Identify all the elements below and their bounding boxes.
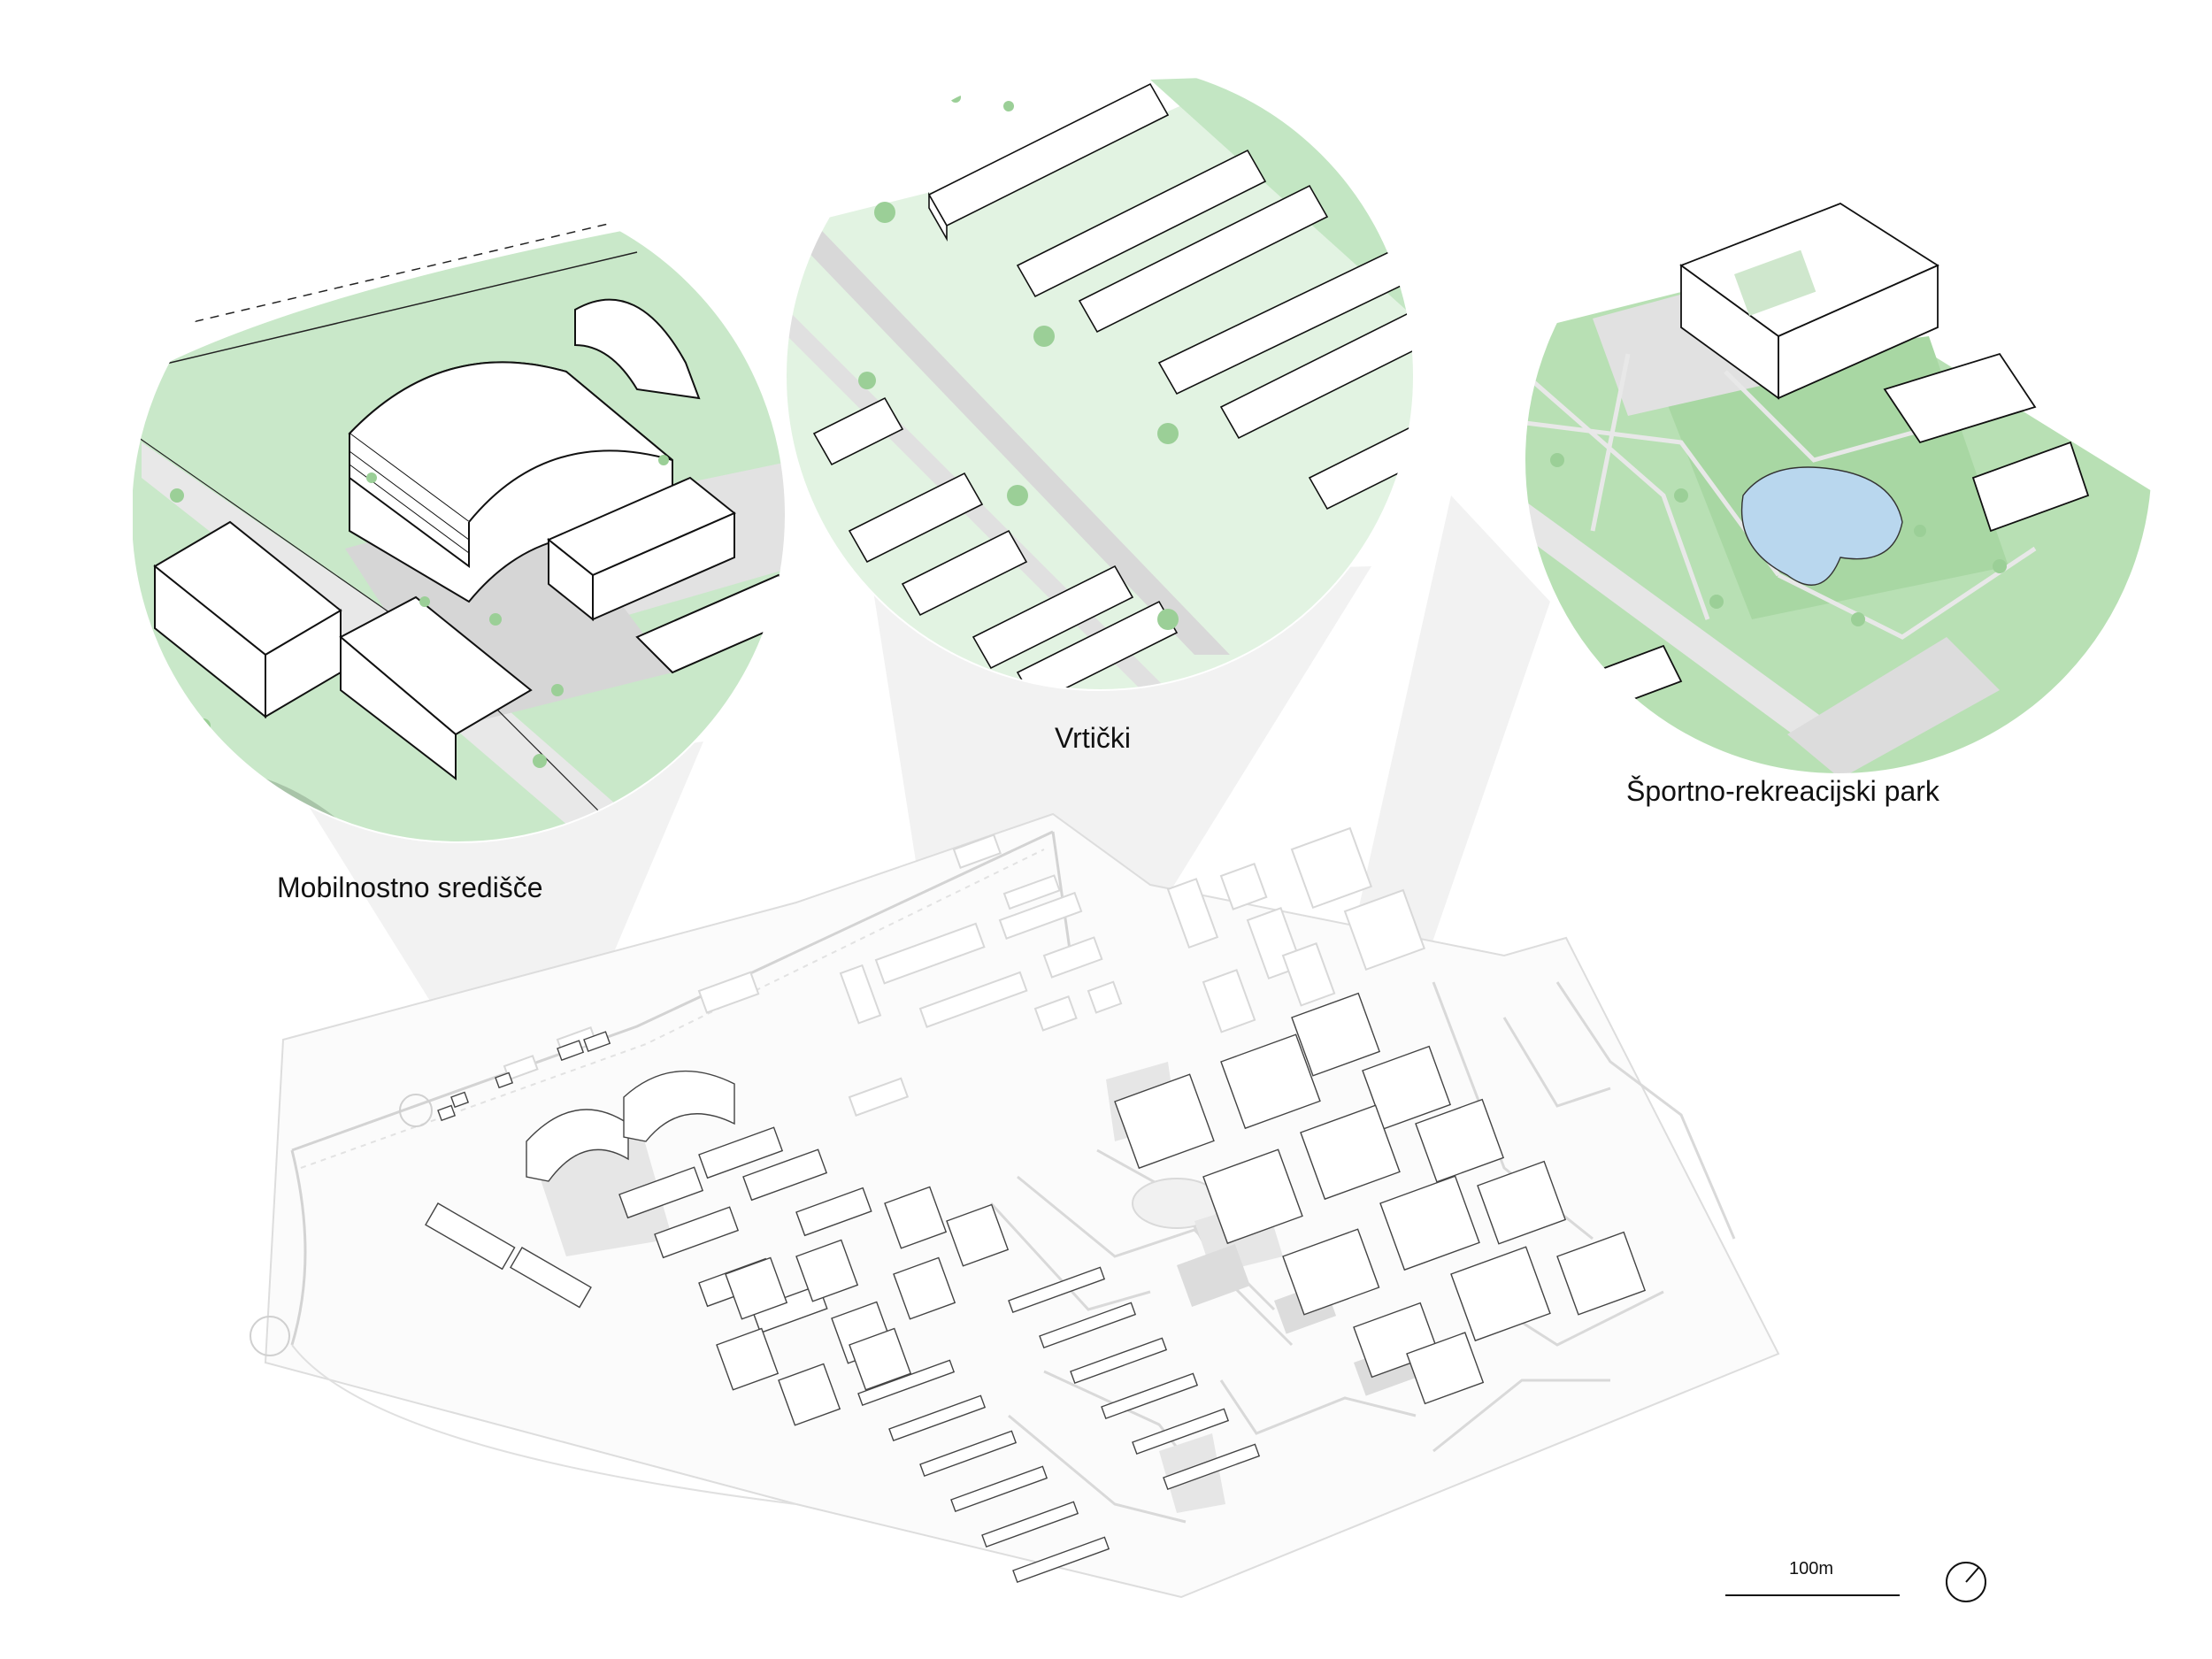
garden-rows — [857, 1266, 1261, 1584]
label-mobility-center: Mobilnostno središče — [277, 872, 543, 903]
mid-blocks — [618, 1126, 1010, 1426]
detail-gardens — [786, 62, 1414, 690]
detail-sports-park — [1525, 146, 2153, 774]
plan-buildings — [425, 992, 1647, 1584]
site-boundary — [264, 812, 1780, 1599]
label-sports-park: Športno-rekreacijski park — [1626, 775, 1939, 807]
park-pond — [1740, 466, 1903, 586]
detail-circle-park-outline — [1524, 145, 2154, 775]
ring-road — [290, 830, 1072, 1346]
courtyard-blocks — [1114, 992, 1647, 1405]
hangar-2 — [623, 1070, 735, 1142]
scale-bar-label: 100m — [1789, 1559, 1834, 1578]
hangar-1 — [526, 1109, 629, 1182]
detail-circle-gardens-outline — [785, 61, 1415, 691]
label-gardens: Vrtički — [1055, 722, 1131, 754]
faint-buildings — [503, 826, 1426, 1117]
detail-circle-mobility-outline — [130, 187, 787, 843]
detail-mobility-center — [131, 188, 786, 842]
roundabout-1 — [399, 1094, 433, 1127]
roundabout-2 — [250, 1316, 290, 1356]
compass-icon — [1946, 1562, 1986, 1602]
